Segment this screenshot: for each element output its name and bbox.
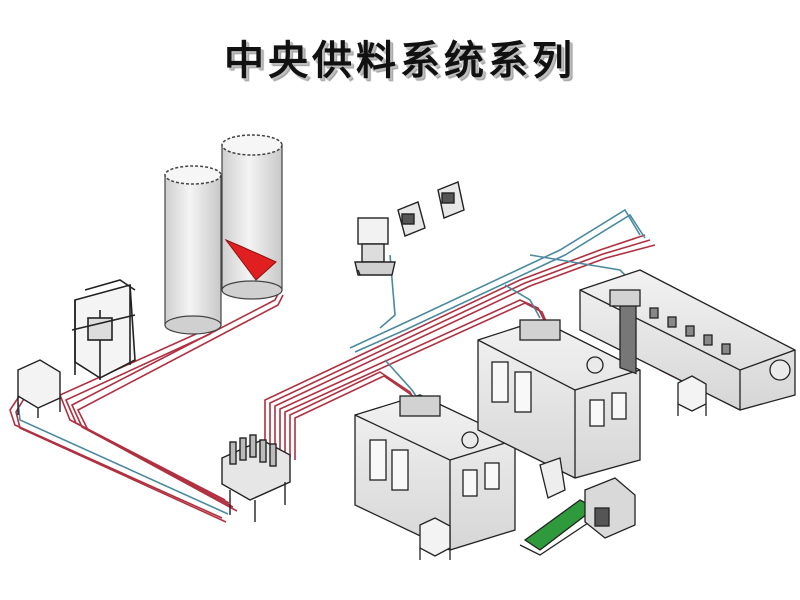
red-pipe-bundle-main — [264, 234, 656, 460]
bag-unloading-station — [71, 279, 136, 380]
material-box-left — [17, 359, 61, 418]
material-box-right — [677, 375, 707, 416]
extrusion-line-front — [354, 394, 516, 551]
distribution-station — [221, 434, 291, 522]
page-title: 中央供料系统系列 — [224, 38, 576, 84]
silo-cone-cutaway — [224, 238, 277, 281]
material-box-front — [419, 517, 451, 560]
storage-silo-left — [164, 165, 222, 335]
blue-pipe-bundle-left — [17, 401, 229, 515]
control-panel-right — [437, 181, 465, 219]
extrusion-line-middle — [477, 319, 641, 479]
dryer-unit — [354, 217, 396, 276]
control-panel-left — [397, 201, 426, 237]
storage-silo-right — [221, 134, 283, 300]
crusher-conveyor — [519, 457, 636, 556]
extrusion-line-back — [579, 269, 796, 411]
